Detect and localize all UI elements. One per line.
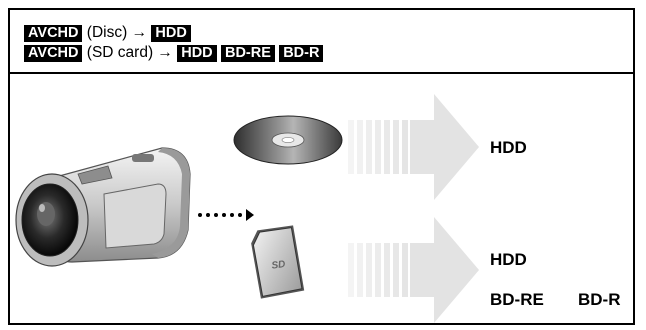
sd-destination-hdd: HDD [490, 250, 527, 269]
arrow-icon [348, 217, 479, 323]
header-line-sd: AVCHD (SD card) → HDD BD-RE BD-R [24, 44, 324, 62]
hdd-badge: HDD [177, 45, 217, 62]
sd-destination-bd-r: BD-R [578, 290, 621, 309]
diagram-frame: AVCHD (Disc) → HDD AVCHD (SD card) → HDD… [8, 8, 635, 325]
bd-re-badge: BD-RE [220, 45, 275, 62]
avchd-badge: AVCHD [24, 45, 83, 62]
sd-destination-bd-re: BD-RE [490, 290, 544, 309]
sd-source-text: (SD card) → [86, 44, 173, 61]
disc-source-text: (Disc) → [86, 24, 148, 41]
hdd-badge: HDD [151, 25, 191, 42]
bd-r-badge: BD-R [279, 45, 324, 62]
disc-icon [233, 115, 343, 165]
camcorder-icon [15, 147, 191, 267]
avchd-badge: AVCHD [24, 25, 83, 42]
sd-logo: SD [271, 259, 286, 272]
header-line-disc: AVCHD (Disc) → HDD [24, 24, 191, 42]
dotted-arrow-icon [198, 209, 254, 221]
disc-destination-label: HDD [490, 138, 527, 157]
header-divider [10, 72, 633, 74]
sd-card-icon: SD [251, 225, 305, 299]
arrow-icon [348, 94, 479, 200]
